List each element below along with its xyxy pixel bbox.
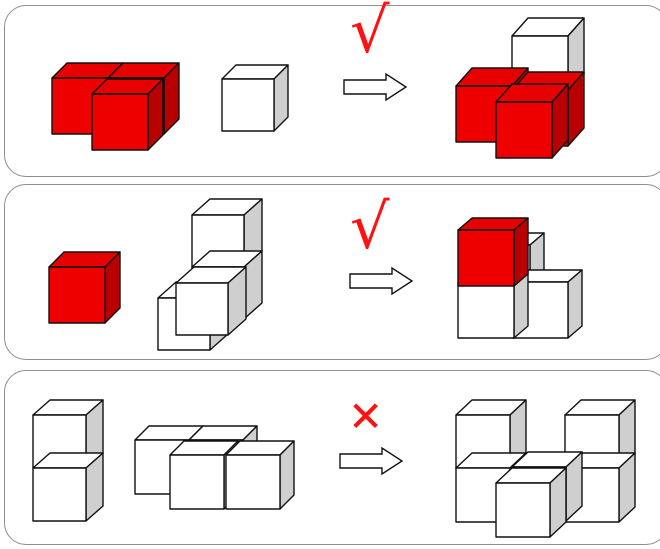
r3-arrow xyxy=(339,446,404,476)
r3-flat-front-right-front xyxy=(225,454,281,510)
check-mark-2: √ xyxy=(350,190,390,263)
r3-flat-front-left-front xyxy=(169,454,225,510)
r2-res-red-top-side xyxy=(513,217,529,287)
r2-white-mid-back-front xyxy=(175,282,229,336)
r1-white-cube-front xyxy=(221,78,275,132)
check-mark-1: √ xyxy=(350,0,390,67)
r1-arrow xyxy=(343,72,408,102)
cross-mark-3: ✕ xyxy=(348,392,384,441)
r1-res-red-front-front xyxy=(495,101,553,159)
r2-res-white-left-front xyxy=(457,281,515,339)
r2-arrow xyxy=(349,266,414,296)
r2-res-red-top-front xyxy=(457,229,515,287)
r1-red-front-front xyxy=(91,93,149,151)
r3-stack-bottom-front xyxy=(32,467,87,522)
r2-res-white-right-side xyxy=(567,269,583,339)
r3-res-front-center-front xyxy=(495,482,551,538)
r2-red-cube-front xyxy=(48,266,106,324)
